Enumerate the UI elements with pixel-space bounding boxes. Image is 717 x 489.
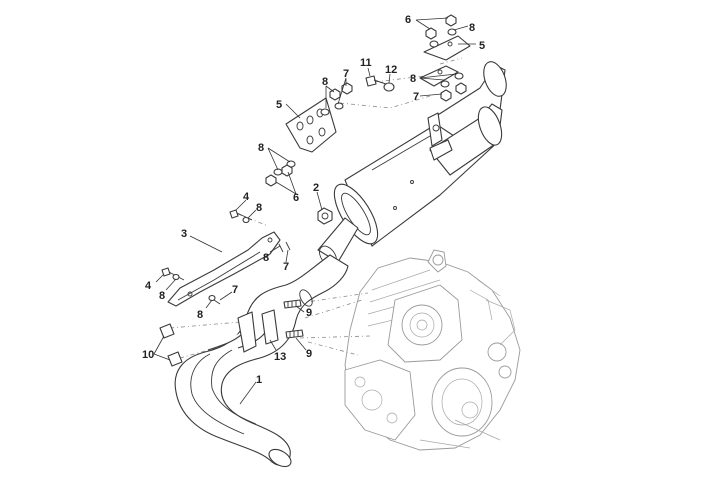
exhaust-header-pipe-icon	[174, 254, 349, 468]
muffler-icon	[317, 61, 507, 267]
mounting-bracket-icon	[167, 231, 281, 307]
callout-8: 8	[159, 290, 165, 302]
callout-8: 8	[256, 202, 262, 214]
callout-13: 13	[274, 351, 286, 363]
callout-9: 9	[306, 348, 312, 360]
callout-6: 6	[405, 14, 411, 26]
callout-10: 10	[142, 349, 154, 361]
callout-8: 8	[322, 76, 328, 88]
callout-4: 4	[145, 280, 152, 292]
engine-block-icon	[344, 249, 521, 451]
callout-8: 8	[410, 73, 416, 85]
callout-labels: 6 8 5 11 12 8 7 8 7 5 8 6 2 4 8 3 8 7 4 …	[142, 14, 485, 386]
callout-5: 5	[479, 40, 485, 52]
heat-shield-icon	[285, 97, 337, 153]
alignment-lines	[169, 57, 463, 359]
callout-7: 7	[283, 261, 289, 273]
callout-9: 9	[306, 307, 312, 319]
callout-8: 8	[258, 142, 264, 154]
callout-2: 2	[313, 182, 319, 194]
callout-4: 4	[243, 191, 250, 203]
callout-12: 12	[385, 64, 397, 76]
callout-8: 8	[263, 252, 269, 264]
callout-3: 3	[181, 228, 187, 240]
fastener-group	[159, 14, 467, 367]
callout-11: 11	[360, 57, 372, 69]
callout-1: 1	[256, 374, 262, 386]
leader-lines	[153, 17, 476, 405]
callout-6: 6	[293, 192, 299, 204]
callout-5: 5	[276, 99, 282, 111]
callout-8: 8	[469, 22, 475, 34]
callout-8: 8	[197, 309, 203, 321]
clamp-nut-icon	[317, 207, 333, 225]
callout-7: 7	[343, 68, 349, 80]
callout-7: 7	[232, 284, 238, 296]
callout-7: 7	[413, 91, 419, 103]
